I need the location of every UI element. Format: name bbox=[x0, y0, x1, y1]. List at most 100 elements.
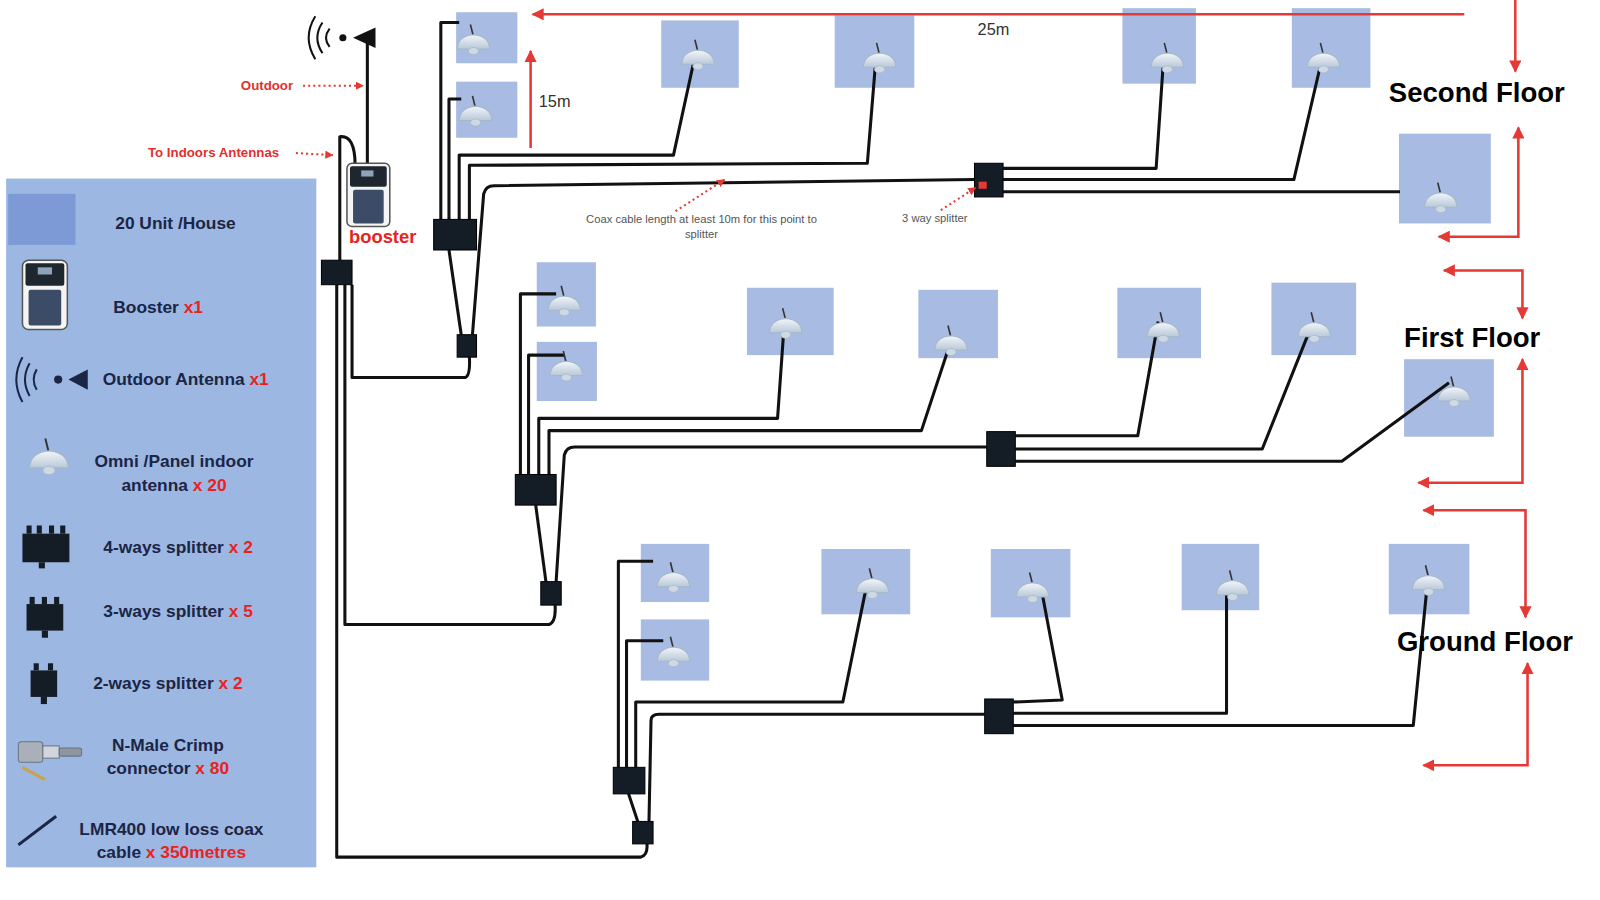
legend-quantity: x 2 bbox=[229, 538, 253, 557]
unit-box bbox=[1389, 544, 1470, 614]
splitter bbox=[633, 821, 653, 843]
indoor-antenna bbox=[1147, 312, 1180, 342]
legend-text: N-Male Crimp connector x 80 bbox=[94, 734, 242, 781]
legend-item-name: Outdoor Antenna bbox=[103, 369, 250, 388]
legend-outdoor-antenna-icon bbox=[54, 376, 62, 384]
legend-text: 3-ways splitter x 5 bbox=[84, 600, 273, 623]
legend-quantity: x 20 bbox=[193, 476, 227, 495]
indoor-antenna bbox=[457, 24, 1470, 666]
dimension-arrow bbox=[1423, 510, 1525, 617]
legend-item-name: 4-ways splitter bbox=[103, 538, 228, 557]
splitter bbox=[541, 582, 561, 605]
legend-quantity: x 350metres bbox=[146, 843, 246, 862]
unit-box bbox=[1117, 288, 1201, 358]
callout-label: Outdoor bbox=[241, 78, 293, 93]
splitter bbox=[974, 163, 1003, 197]
unit-box bbox=[661, 20, 739, 87]
unit-box bbox=[1182, 544, 1260, 610]
indoor-antenna bbox=[1016, 572, 1049, 602]
legend-4way-splitter-icon bbox=[22, 534, 69, 563]
splitter bbox=[515, 474, 556, 505]
unit-box bbox=[537, 342, 597, 401]
legend-omni-antenna-icon bbox=[29, 439, 68, 475]
leader-arrow bbox=[676, 180, 725, 212]
legend-text: 4-ways splitter x 2 bbox=[84, 536, 273, 559]
splitter bbox=[434, 219, 477, 250]
leader-arrow bbox=[303, 85, 363, 87]
outdoor-antenna bbox=[366, 41, 369, 165]
coax-cable bbox=[1003, 61, 1321, 179]
legend-3way-splitter-icon bbox=[27, 604, 64, 631]
unit-box bbox=[991, 549, 1071, 617]
unit-box bbox=[821, 549, 910, 614]
dimension-label: 15m bbox=[539, 93, 571, 111]
indoor-antenna bbox=[935, 326, 968, 356]
unit-box bbox=[456, 82, 517, 138]
dimension-label: 25m bbox=[978, 20, 1010, 38]
legend-quantity: x 5 bbox=[229, 602, 253, 621]
coax-cable bbox=[345, 285, 555, 625]
legend-outdoor-antenna-icon bbox=[16, 357, 87, 402]
indoor-antenna bbox=[548, 286, 581, 316]
coax-cable bbox=[539, 332, 784, 475]
legend-4way-splitter-icon bbox=[22, 526, 69, 569]
legend-swatch bbox=[8, 194, 75, 245]
legend-outdoor-antenna-icon bbox=[68, 369, 87, 389]
booster-device bbox=[347, 163, 390, 226]
outdoor-antenna bbox=[326, 29, 330, 47]
indoor-antenna bbox=[769, 308, 802, 338]
coax-cable bbox=[649, 714, 985, 821]
indoor-antenna bbox=[459, 96, 492, 126]
splitter-mark bbox=[979, 182, 987, 189]
legend-connector-icon bbox=[22, 767, 44, 779]
legend-connector-icon bbox=[59, 748, 81, 756]
legend-4way-splitter-icon bbox=[60, 526, 65, 534]
legend-booster-icon bbox=[22, 260, 67, 329]
leader-arrow bbox=[296, 153, 333, 155]
unit-box bbox=[1122, 8, 1195, 84]
legend-4way-splitter-icon bbox=[37, 526, 42, 534]
outdoor-antenna bbox=[317, 22, 322, 53]
legend-3way-splitter-icon bbox=[27, 597, 64, 638]
coax-cable bbox=[459, 61, 694, 219]
coax-cable bbox=[1015, 332, 1309, 449]
coax-cable bbox=[1003, 190, 1400, 193]
legend-item-name: Booster bbox=[113, 298, 183, 317]
legend-quantity: x1 bbox=[249, 369, 268, 388]
legend-outdoor-antenna-icon bbox=[16, 357, 22, 402]
legend-2way-splitter-icon bbox=[31, 663, 58, 704]
coax-cable bbox=[629, 794, 638, 822]
legend-4way-splitter-icon bbox=[27, 526, 32, 534]
unit-box bbox=[456, 12, 517, 63]
indoor-antenna bbox=[682, 40, 715, 70]
legend-text: LMR400 low loss coax cable x 350metres bbox=[59, 817, 283, 864]
legend-4way-splitter-icon bbox=[49, 526, 54, 534]
legend-connector-icon bbox=[18, 742, 81, 780]
coax-cable bbox=[1015, 383, 1449, 462]
coax-cable bbox=[1015, 321, 1158, 435]
unit-box bbox=[1404, 359, 1494, 437]
legend-3way-splitter-icon bbox=[30, 597, 35, 604]
indoor-antenna bbox=[550, 351, 583, 381]
legend-quantity: x 80 bbox=[195, 759, 229, 778]
legend-booster-icon bbox=[22, 260, 67, 329]
legend-booster-icon bbox=[26, 263, 65, 285]
unit-box bbox=[747, 288, 834, 355]
unit-box bbox=[1271, 283, 1356, 355]
indoor-antenna bbox=[1424, 183, 1457, 213]
legend-2way-splitter-icon bbox=[31, 670, 58, 697]
indoor-antenna bbox=[856, 568, 889, 598]
floor-label: Second Floor bbox=[1389, 78, 1565, 110]
legend-panel bbox=[6, 179, 316, 868]
legend-3way-splitter-icon bbox=[42, 597, 47, 604]
coax-cable bbox=[449, 250, 461, 335]
legend-2way-splitter-icon bbox=[41, 697, 47, 704]
legend-text: Booster x1 bbox=[92, 296, 225, 319]
dimension-arrow bbox=[1439, 128, 1519, 237]
coax-cable bbox=[1013, 597, 1062, 702]
leader-arrow bbox=[296, 86, 976, 212]
legend-2way-splitter-icon bbox=[34, 663, 39, 670]
floor-label: Ground Floor bbox=[1397, 627, 1573, 659]
splitter bbox=[457, 335, 476, 357]
booster-device bbox=[350, 166, 387, 186]
